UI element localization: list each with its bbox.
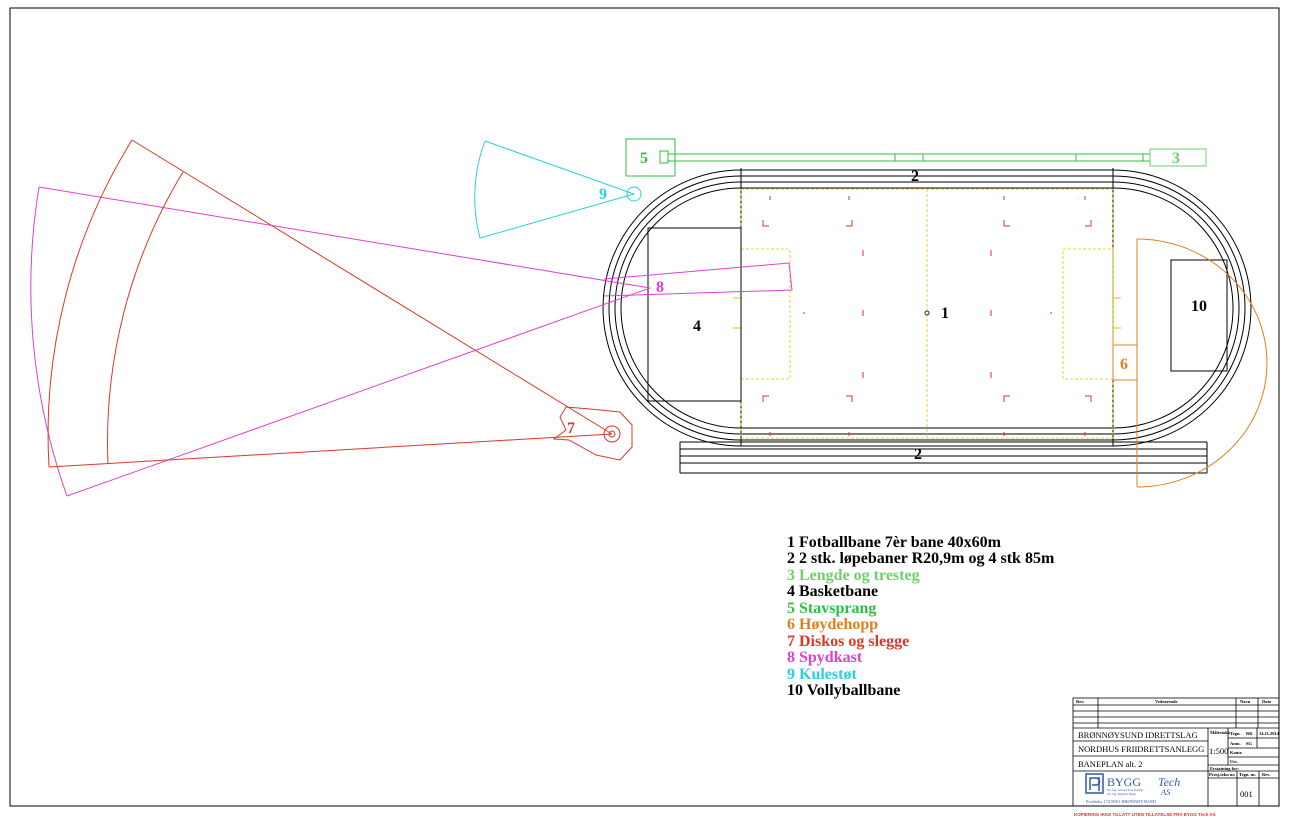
- tb-scale: 1:500: [1209, 746, 1228, 756]
- label-discus: 7: [567, 420, 575, 437]
- label-basketball: 4: [693, 318, 701, 335]
- legend-item: 5 Stavsprang: [787, 600, 876, 617]
- label-football: 1: [941, 305, 949, 322]
- tb-drawing-title: BANEPLAN alt. 2: [1078, 759, 1142, 769]
- label-track-top: 2: [911, 168, 919, 185]
- company-name-as: AS: [1160, 787, 1171, 797]
- pitch-corner-marks: [762, 196, 1092, 436]
- copy-warning: KOPIERING IKKE TILLATT UTEN TILLATELSE F…: [1074, 812, 1216, 817]
- label-long-jump: 3: [1172, 150, 1180, 167]
- legend-item: 3 Lengde og tresteg: [787, 567, 920, 584]
- tb-date: 14.11.2014: [1259, 731, 1280, 736]
- legend-item: 4 Basketbane: [787, 583, 878, 600]
- tb-approved-label: Anm.: [1230, 741, 1241, 746]
- company-name-tech: Tech: [1158, 775, 1180, 789]
- basketball-court: [647, 227, 742, 402]
- tb-header-name: Navn: [1240, 699, 1251, 704]
- volleyball-court: [1170, 259, 1228, 372]
- tb-drawn-by: RK: [1246, 731, 1253, 736]
- legend-item: 10 Vollyballbane: [787, 682, 900, 699]
- tb-drawn-label: Tegn.: [1230, 731, 1240, 736]
- high-jump-area: [1112, 238, 1268, 488]
- tb-rev-label: Rev.: [1262, 772, 1270, 777]
- company-logo: [1085, 773, 1104, 794]
- legend: 1 Fotballbane 7èr bane 40x60m 2 2 stk. l…: [787, 534, 1055, 699]
- pitch-goal-marks: [733, 297, 1121, 329]
- legend-item: 9 Kulestøt: [787, 666, 857, 683]
- label-volleyball: 10: [1191, 298, 1207, 315]
- tb-replaced-by-label: Erstatning for:: [1210, 766, 1239, 771]
- javelin-sector: [30, 186, 793, 497]
- long-jump-pit: [1149, 148, 1207, 167]
- legend-item: 8 Spydkast: [787, 649, 863, 666]
- legend-item: 6 Høydehopp: [787, 616, 878, 633]
- football-pitch: [740, 188, 1114, 439]
- company-engineer-2: Siv. ing. Sigbjørn Olsen: [1107, 792, 1136, 796]
- company-engineer-1: Siv. ing. Gerrard Sola Nordby: [1107, 788, 1143, 792]
- tb-scale-label: Målestokk: [1210, 730, 1231, 735]
- tb-header-rev: Rev.: [1076, 699, 1084, 704]
- legend-item: 1 Fotballbane 7èr bane 40x60m: [787, 534, 1002, 551]
- legend-item: 7 Diskos og slegge: [787, 633, 909, 650]
- tb-header-desc: Vedrørende: [1155, 699, 1178, 704]
- label-high-jump: 6: [1120, 356, 1128, 373]
- tb-drawing-no-label: Tegn. nr.: [1239, 772, 1256, 777]
- tb-drawing-no: 001: [1240, 789, 1253, 799]
- tb-approved-by: SG: [1246, 741, 1253, 746]
- tb-header-date: Dato: [1262, 699, 1272, 704]
- drawing-border: [9, 7, 1280, 807]
- shot-put-sector: [474, 140, 642, 239]
- label-track-bottom: 2: [914, 446, 922, 463]
- discus-hammer-sector: [47, 139, 633, 468]
- legend-item: 2 2 stk. løpebaner R20,9m og 4 stk 85m: [787, 550, 1055, 567]
- tb-replaces-label: Utv.: [1230, 759, 1238, 764]
- sprint-lanes: [679, 441, 1208, 474]
- label-shot-put: 9: [599, 186, 607, 203]
- pole-vault-runway: [625, 138, 1150, 177]
- company-address: Postboks 174 8901 BRØNNØYSUND: [1086, 799, 1157, 804]
- title-block: [1072, 697, 1280, 807]
- label-pole-vault: 5: [640, 150, 648, 167]
- tb-checked-label: Kontr.: [1230, 750, 1242, 755]
- tb-project-label: Prosj.tekn nr.: [1209, 772, 1235, 777]
- label-javelin: 8: [656, 279, 664, 296]
- company-name-main: BYGG: [1107, 775, 1141, 789]
- tb-owner: BRØNNØYSUND IDRETTSLAG: [1078, 730, 1198, 740]
- centre-spot: [924, 310, 930, 316]
- tb-project: NORDHUS FRIIDRETTSANLEGG: [1078, 744, 1204, 754]
